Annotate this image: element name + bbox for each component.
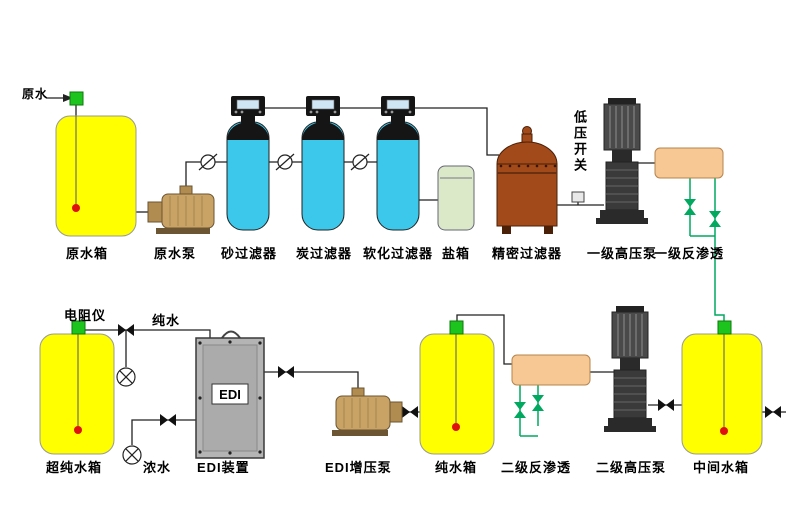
valve-icon xyxy=(160,414,176,426)
label-salt-tank: 盐箱 xyxy=(442,246,471,261)
stage2-hp-pump-body xyxy=(603,305,657,433)
label-carbon-filter: 炭过滤器 xyxy=(296,246,353,261)
sand-filter-column xyxy=(226,95,270,231)
label-ultrapure-tank: 超纯水箱 xyxy=(46,460,103,475)
ultrapure-water-tank xyxy=(39,320,115,455)
label-edi-unit: EDI装置 xyxy=(197,460,250,475)
label-intermediate-tank: 中间水箱 xyxy=(693,460,750,475)
edi-nameplate xyxy=(211,383,249,405)
level-sensor-icon xyxy=(720,427,728,435)
sample-point-icon xyxy=(116,367,136,387)
valve-icon xyxy=(350,153,370,171)
low-pressure-switch-icon xyxy=(571,191,585,203)
stage2-ro-membrane xyxy=(511,354,591,386)
salt-tank xyxy=(437,165,475,231)
label-stage2-hp-pump: 二级高压泵 xyxy=(596,460,667,475)
level-sensor-icon xyxy=(452,423,460,431)
label-softener-filter: 软化过滤器 xyxy=(363,246,434,261)
valve-icon xyxy=(278,366,294,378)
label-edi-text: EDI xyxy=(219,387,241,402)
label-precision-filter: 精密过滤器 xyxy=(492,246,563,261)
label-raw-water-tank: 原水箱 xyxy=(66,246,109,261)
label-low-pressure-switch: 低压开关 xyxy=(572,110,587,174)
valve-icon xyxy=(198,153,218,171)
level-sensor-icon xyxy=(72,204,80,212)
label-stage2-ro: 二级反渗透 xyxy=(501,460,572,475)
edi-booster-pump-body xyxy=(332,387,403,436)
label-concentrate-water: 浓水 xyxy=(143,460,172,475)
green-valve-icon xyxy=(684,199,696,215)
raw-water-tank xyxy=(55,91,137,237)
pure-water-tank xyxy=(419,320,495,455)
drain-point-icon xyxy=(122,445,142,465)
flow-arrow-icon xyxy=(63,94,73,102)
valve-icon xyxy=(658,399,674,411)
green-valve-icon xyxy=(532,395,544,411)
valve-icon xyxy=(402,406,418,418)
label-raw-water: 原水 xyxy=(22,87,49,101)
edi-unit-box xyxy=(195,330,265,459)
label-edi-booster-pump: EDI增压泵 xyxy=(325,460,392,475)
intermediate-water-tank xyxy=(681,320,763,455)
label-pure-water: 纯水 xyxy=(152,313,181,328)
green-valve-icon xyxy=(709,211,721,227)
precision-filter-vessel xyxy=(496,126,558,234)
label-pure-water-tank: 纯水箱 xyxy=(435,460,478,475)
label-resistivity-meter: 电阻仪 xyxy=(64,308,107,323)
softener-filter-column xyxy=(376,95,420,231)
stage1-ro-membrane xyxy=(654,147,724,179)
valve-icon xyxy=(765,406,781,418)
level-sensor-icon xyxy=(74,426,82,434)
raw-water-pump xyxy=(147,185,215,234)
label-stage1-hp-pump: 一级高压泵 xyxy=(587,246,658,261)
label-stage1-ro: 一级反渗透 xyxy=(654,246,725,261)
label-sand-filter: 砂过滤器 xyxy=(221,246,278,261)
tank-fitting-icon xyxy=(69,91,84,106)
label-raw-water-pump: 原水泵 xyxy=(154,246,197,261)
tank-fitting-icon xyxy=(717,320,732,335)
carbon-filter-column xyxy=(301,95,345,231)
tank-fitting-icon xyxy=(449,320,464,335)
edi-handle-icon xyxy=(221,330,241,339)
green-valve-icon xyxy=(514,402,526,418)
valve-icon xyxy=(275,153,295,171)
